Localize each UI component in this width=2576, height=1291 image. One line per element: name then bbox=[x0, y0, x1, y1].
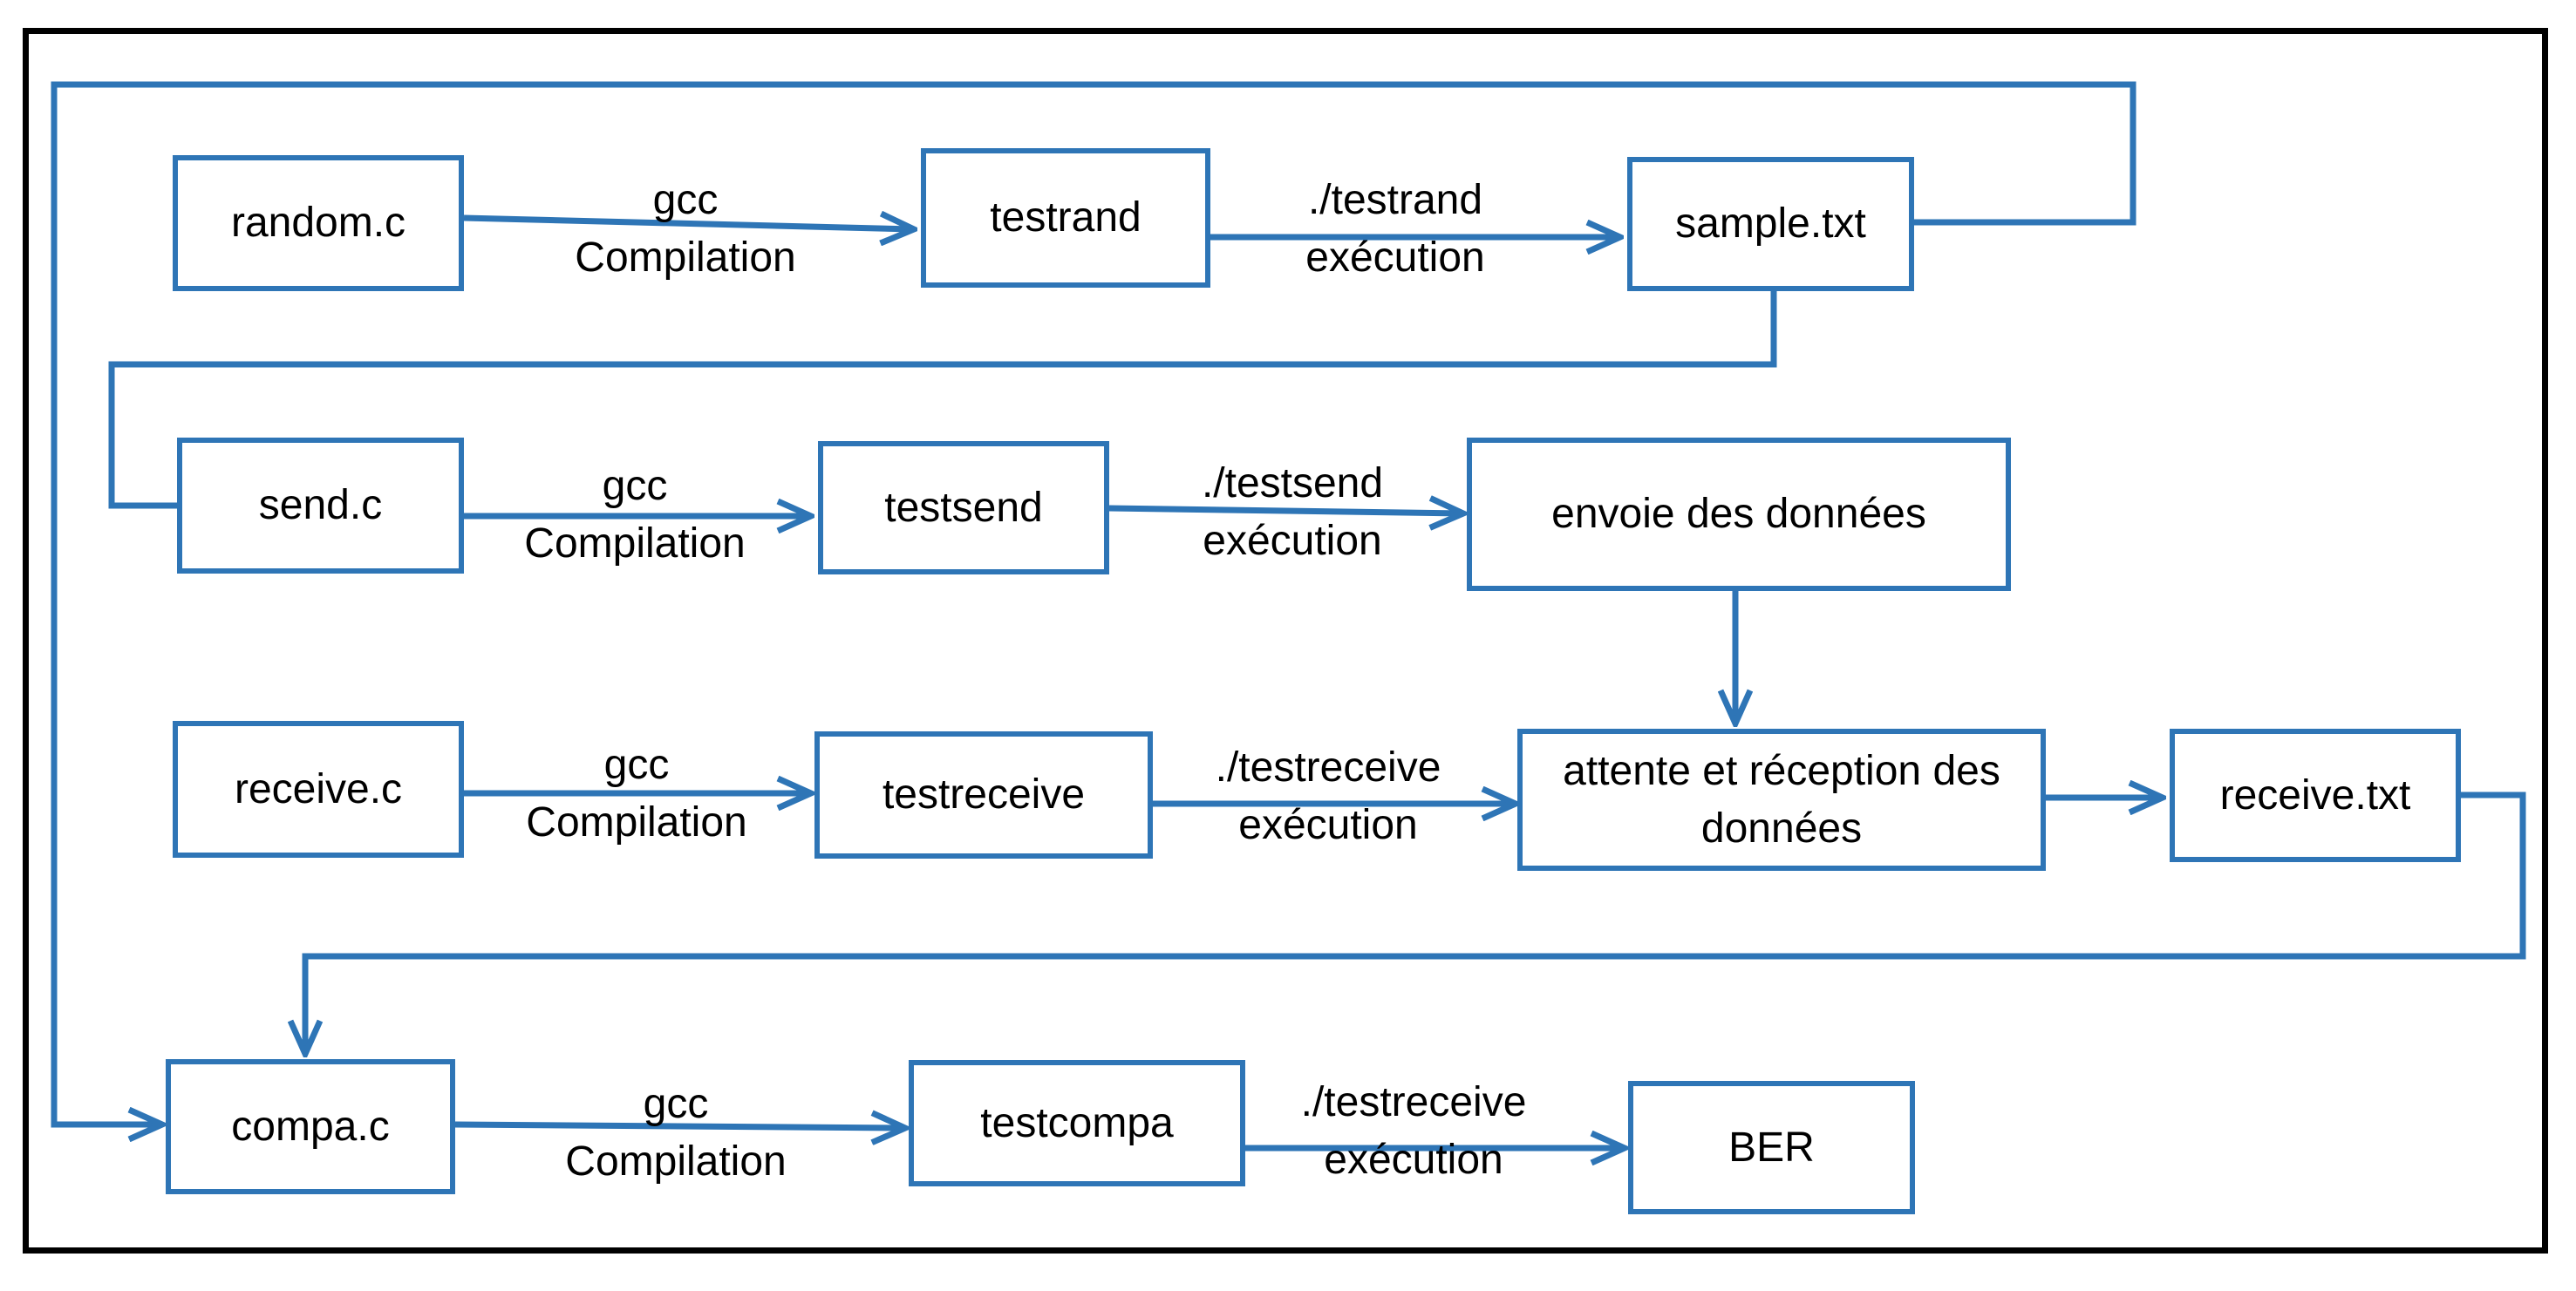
node-testrand: testrand bbox=[921, 148, 1210, 288]
edge-label-bottom: exécution bbox=[1203, 518, 1382, 564]
node-ber: BER bbox=[1628, 1081, 1915, 1214]
edge-label-bottom: exécution bbox=[1324, 1137, 1503, 1183]
edge-label-top: gcc bbox=[603, 742, 670, 788]
edge-label-top: ./testrand bbox=[1307, 177, 1483, 223]
arrow-sample-to-compa-loop bbox=[51, 81, 2136, 1125]
edge-label-top: ./testreceive bbox=[1215, 744, 1441, 791]
node-receive-c: receive.c bbox=[173, 721, 464, 858]
edge-label-top: ./testsend bbox=[1201, 460, 1384, 506]
edge-label-testrand-sample: ./testrand exécution bbox=[1305, 172, 1484, 287]
edge-label-bottom: Compilation bbox=[565, 1138, 787, 1185]
edge-label-compa-testcompa: gcc Compilation bbox=[565, 1076, 786, 1191]
edge-label-testsend-envoie: ./testsend exécution bbox=[1202, 455, 1383, 570]
node-testcompa: testcompa bbox=[909, 1060, 1245, 1186]
node-send-c: send.c bbox=[177, 438, 464, 574]
diagram-frame bbox=[23, 28, 2548, 1254]
arrow-receivetxt-to-compa bbox=[305, 792, 2526, 1054]
arrow-sample-to-send bbox=[108, 291, 1777, 506]
edge-label-bottom: exécution bbox=[1238, 802, 1418, 848]
edge-label-bottom: Compilation bbox=[524, 520, 746, 567]
node-testsend: testsend bbox=[818, 441, 1109, 574]
node-sample-txt: sample.txt bbox=[1627, 157, 1914, 291]
edge-label-bottom: Compilation bbox=[575, 234, 796, 281]
node-testreceive: testreceive bbox=[814, 731, 1153, 859]
arrow-random-to-testrand bbox=[463, 218, 914, 229]
node-random-c: random.c bbox=[173, 155, 464, 291]
edge-label-testcompa-ber: ./testreceive exécution bbox=[1301, 1074, 1527, 1189]
edge-label-receive-testreceive: gcc Compilation bbox=[526, 737, 746, 852]
edge-label-top: ./testreceive bbox=[1300, 1079, 1527, 1125]
node-attente-et-reception: attente et réception des données bbox=[1517, 729, 2046, 871]
edge-label-send-testsend: gcc Compilation bbox=[524, 458, 745, 573]
edge-label-top: gcc bbox=[643, 1081, 709, 1127]
edge-label-top: gcc bbox=[602, 463, 668, 509]
node-receive-txt: receive.txt bbox=[2170, 729, 2461, 862]
node-compa-c: compa.c bbox=[166, 1059, 455, 1194]
node-envoie-des-donnees: envoie des données bbox=[1467, 438, 2011, 591]
arrow-testsend-to-envoie bbox=[1108, 508, 1463, 513]
arrow-compa-to-testcompa bbox=[454, 1125, 905, 1128]
edge-label-testreceive-attente: ./testreceive exécution bbox=[1216, 739, 1441, 854]
edge-label-bottom: Compilation bbox=[526, 799, 747, 846]
edge-label-top: gcc bbox=[652, 177, 719, 223]
edge-label-bottom: exécution bbox=[1305, 234, 1485, 281]
edge-label-random-testrand: gcc Compilation bbox=[575, 172, 795, 287]
